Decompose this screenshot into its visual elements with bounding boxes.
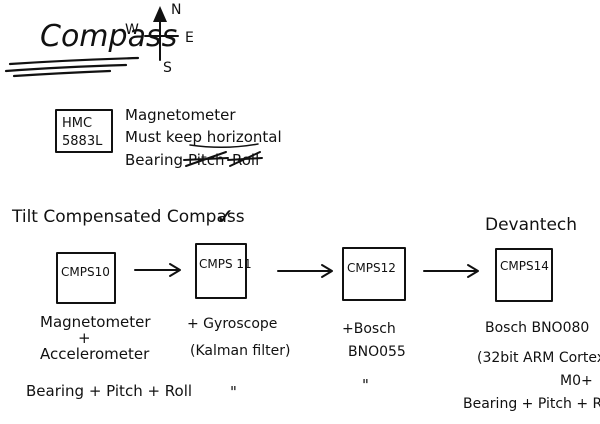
compass-rose: N S E W bbox=[125, 2, 194, 76]
cmps10-footer: Bearing + Pitch + Roll bbox=[26, 382, 192, 400]
title-underline-3 bbox=[12, 69, 112, 78]
module-box-cmps11 bbox=[195, 243, 247, 299]
north-arrow-icon bbox=[153, 6, 167, 22]
tilt-check-icon: ✓ bbox=[216, 205, 234, 230]
cmps11-footer: " bbox=[230, 383, 237, 401]
tilt-heading: Tilt Compensated Compass bbox=[11, 207, 245, 227]
arrowhead-icon bbox=[467, 264, 479, 278]
cmps10-note-3: Accelerometer bbox=[40, 345, 150, 363]
module-chip-cmps10: CMPS10 bbox=[61, 265, 110, 279]
hmc-description-line-1: Magnetometer bbox=[125, 106, 236, 124]
cmps11-note-2: (Kalman filter) bbox=[190, 343, 290, 359]
hmc-chip-line-1: HMC bbox=[62, 116, 92, 131]
arrowhead-icon bbox=[321, 264, 333, 278]
compass-west-label: W bbox=[125, 22, 139, 38]
title-underline-2 bbox=[4, 63, 128, 73]
cmps14-note-1: Bosch BNO080 bbox=[485, 320, 589, 336]
cmps11-note-1: + Gyroscope bbox=[187, 316, 277, 332]
cmps10-note-1: Magnetometer bbox=[40, 313, 151, 331]
module-box-cmps10 bbox=[56, 252, 116, 304]
roll-strike-mark bbox=[227, 151, 263, 167]
cmps14-note-3: M0+ bbox=[560, 373, 593, 389]
horizontal-underline bbox=[189, 143, 259, 149]
compass-north-label: N bbox=[171, 2, 181, 18]
cmps14-footer: Bearing + Pitch + Roll bbox=[463, 396, 600, 412]
cmps10-note-2: + bbox=[78, 329, 91, 347]
module-chip-cmps12: CMPS12 bbox=[347, 261, 396, 275]
devantech-label: Devantech bbox=[485, 215, 577, 235]
hmc-chip-box bbox=[55, 109, 113, 153]
title-underline-1 bbox=[8, 56, 140, 66]
compass-south-label: S bbox=[163, 60, 172, 76]
hmc-description-line-2: Must keep horizontal bbox=[125, 128, 282, 146]
module-box-cmps14 bbox=[495, 248, 553, 302]
cmps12-note-2: BNO055 bbox=[348, 344, 406, 360]
arrow-cmps12-to-cmps14 bbox=[423, 264, 479, 278]
cmps14-note-2: (32bit ARM Cortex bbox=[477, 350, 600, 366]
cmps12-footer: " bbox=[362, 376, 369, 394]
module-box-cmps12 bbox=[342, 247, 406, 301]
arrow-cmps11-to-cmps12 bbox=[277, 264, 333, 278]
pitch-strike-mark bbox=[183, 151, 229, 167]
arrow-cmps10-to-cmps11 bbox=[134, 263, 181, 277]
compass-east-label: E bbox=[185, 30, 194, 46]
module-chip-cmps11: CMPS 11 bbox=[199, 257, 252, 271]
arrowhead-icon bbox=[169, 263, 181, 277]
hmc-description-line-3: Bearing bbox=[125, 151, 183, 169]
cmps12-note-1: +Bosch bbox=[342, 321, 396, 337]
module-chip-cmps14: CMPS14 bbox=[500, 259, 549, 273]
hmc-chip-line-2: 5883L bbox=[62, 134, 103, 149]
